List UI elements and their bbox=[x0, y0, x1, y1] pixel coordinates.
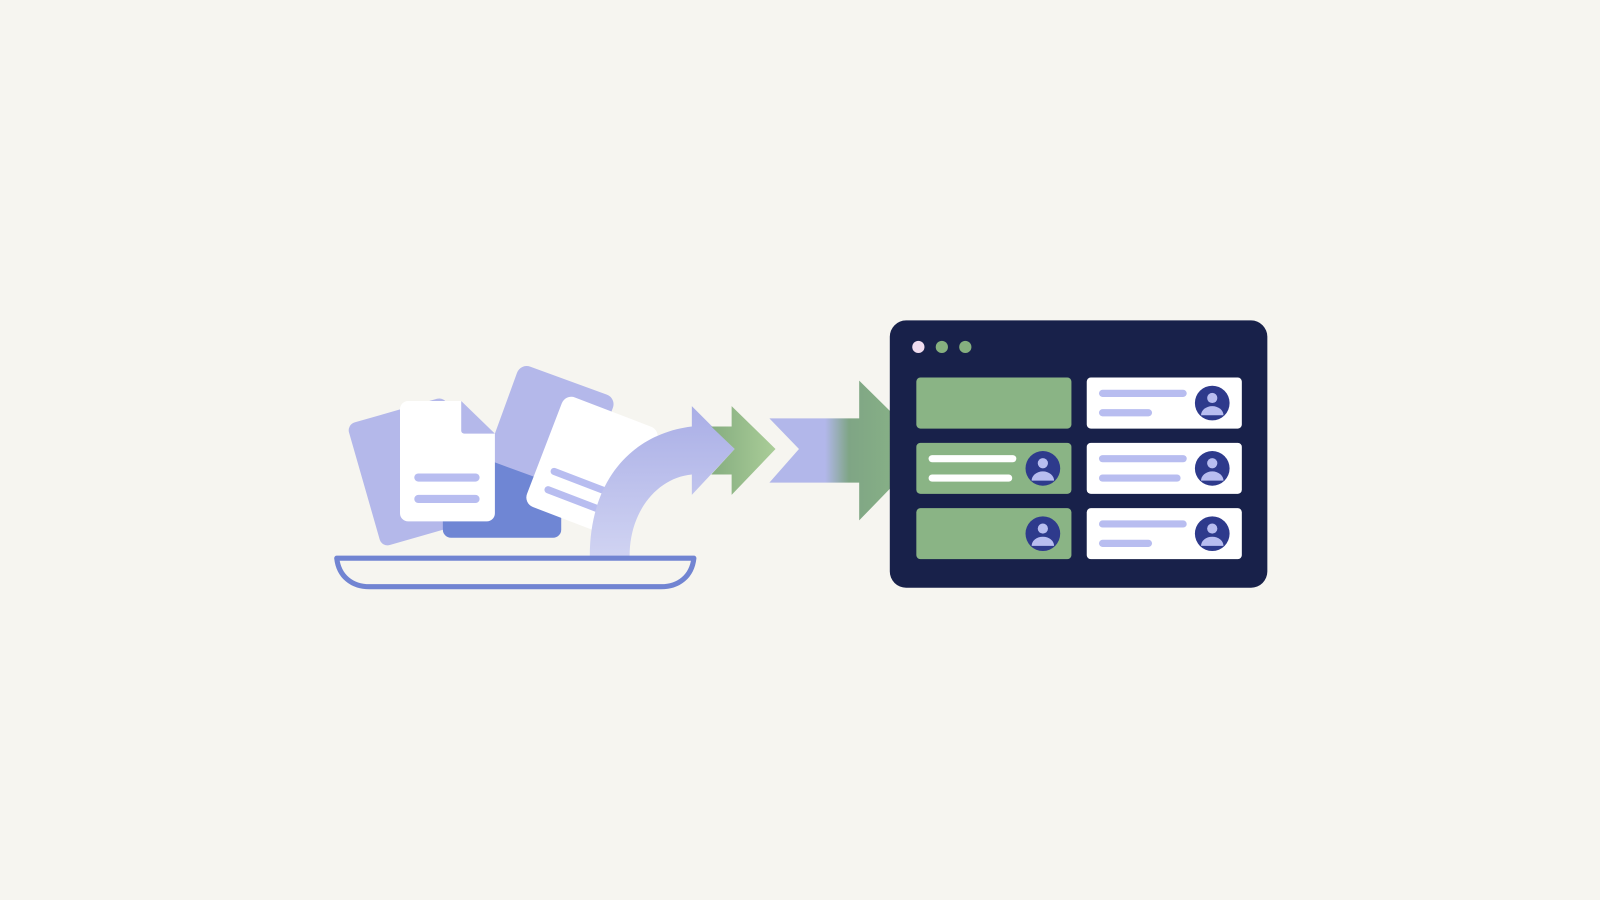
tray-icon bbox=[334, 555, 697, 590]
chevron-arrow-icon bbox=[711, 406, 776, 495]
curved-arrow-icon bbox=[589, 406, 735, 557]
chevron-arrow-icon bbox=[769, 380, 929, 521]
user-avatar-icon bbox=[1025, 385, 1230, 552]
